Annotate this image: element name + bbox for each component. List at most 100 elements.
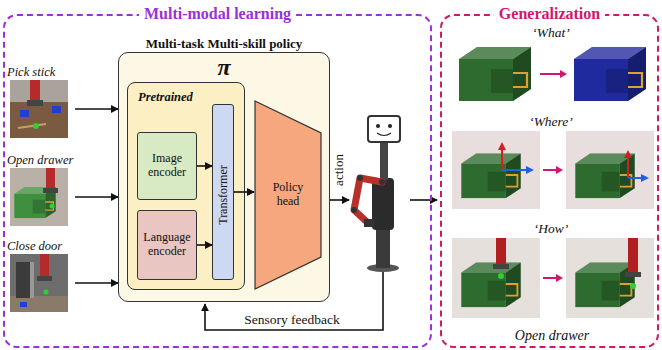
robot-illustration-part xyxy=(379,179,385,185)
policy-head: Policy head xyxy=(254,100,322,290)
how-images-part xyxy=(630,283,636,289)
robot-illustration-part xyxy=(364,219,374,227)
where-images-part xyxy=(627,156,629,178)
pick-stick-image-part xyxy=(18,124,46,128)
text-holder: Multi-modal learning xyxy=(5,5,430,23)
where-images-part xyxy=(628,177,642,179)
where-images-part xyxy=(543,169,556,171)
close-door-image-part xyxy=(30,262,34,298)
text-holder: Image encoder xyxy=(138,133,196,199)
arrow-label: action xyxy=(331,154,347,186)
where-images-part xyxy=(566,131,654,209)
how-images xyxy=(452,238,654,318)
encoder-box: Language encoder xyxy=(137,210,197,280)
policy-title: Multi-task Multi-skill policy xyxy=(146,36,303,51)
robot-illustration-part xyxy=(368,116,400,142)
group-title: Pretrained xyxy=(138,90,193,104)
policy-symbol: π xyxy=(217,54,230,80)
where-images-part xyxy=(452,131,540,209)
policy-box: Multi-task Multi-skill policyπPretrained… xyxy=(118,52,330,302)
text-holder: Policy head xyxy=(254,100,322,290)
where-images-part xyxy=(624,150,632,158)
pick-stick-image-part xyxy=(10,80,68,138)
robot-illustration-part xyxy=(354,178,382,222)
task-label: Open drawer xyxy=(7,153,73,167)
text-holder: Open drawer xyxy=(7,150,75,168)
region-title: Multi-modal learning xyxy=(139,5,296,22)
close-door-image-part xyxy=(10,296,68,312)
pick-stick-image-part xyxy=(10,80,68,102)
how-images-part xyxy=(543,277,556,279)
how-images-part xyxy=(496,238,506,266)
row-label: ‘How’ xyxy=(534,221,569,237)
how-images-part xyxy=(628,238,638,274)
box-label: Transformer xyxy=(216,165,231,225)
what-images-part xyxy=(560,70,567,78)
robot-output-arrow-part xyxy=(410,199,437,201)
what-images-part xyxy=(459,47,531,101)
region-panel: Generalization xyxy=(440,14,659,348)
caption-label: Open drawer xyxy=(515,328,589,344)
open-drawer-image-part xyxy=(50,204,55,209)
task-image: Pick stick xyxy=(7,62,75,140)
robot-illustration-part xyxy=(376,124,380,128)
box-label: Policy head xyxy=(263,181,313,209)
arrow-connector xyxy=(75,108,118,110)
how-images-part xyxy=(566,238,654,318)
box-label: Language encoder xyxy=(140,231,194,259)
close-door-image-part xyxy=(16,262,30,298)
close-door-image-part xyxy=(40,254,49,278)
close-door-image xyxy=(10,254,68,312)
arrow-label: Sensory feedback xyxy=(244,312,340,328)
robot-illustration-part xyxy=(376,226,390,268)
open-drawer-image-part xyxy=(43,188,58,193)
arrow-connector xyxy=(197,165,212,167)
region-title: Generalization xyxy=(494,5,605,22)
robot-illustration-part xyxy=(377,133,391,136)
what-images-part xyxy=(574,47,646,101)
how-images-part xyxy=(556,274,563,282)
where-images-part xyxy=(498,142,506,150)
where-images xyxy=(452,131,654,209)
box-label: Image encoder xyxy=(140,152,194,180)
text-holder: Pick stick xyxy=(7,62,75,80)
close-door-image-part xyxy=(44,290,49,295)
text-holder: Language encoder xyxy=(138,211,196,279)
how-images-part xyxy=(575,263,634,308)
arrow-connector xyxy=(75,282,118,284)
open-drawer-image-part xyxy=(10,168,68,226)
encoder-box: Image encoder xyxy=(137,132,197,200)
region-panel: Multi-modal learningPick stickOpen drawe… xyxy=(3,14,432,348)
open-drawer-image-part xyxy=(46,168,55,190)
where-images-part xyxy=(641,174,649,182)
robot-illustration-part xyxy=(351,207,357,213)
task-label: Close door xyxy=(7,239,62,253)
arrow-connector xyxy=(197,244,212,246)
arrow-connector xyxy=(234,191,254,193)
where-images-part xyxy=(575,154,634,199)
where-images-part xyxy=(502,169,528,171)
how-images-part xyxy=(452,238,540,318)
arrow-connector xyxy=(75,196,118,198)
how-images-part xyxy=(498,273,504,279)
robot-illustration-part xyxy=(372,178,394,230)
robot-illustration-part xyxy=(388,124,392,128)
pick-stick-image xyxy=(10,80,68,138)
text-holder: Pretrained xyxy=(138,87,193,105)
text-holder: Close door xyxy=(7,236,75,254)
text-holder: π xyxy=(119,54,329,80)
where-images-part xyxy=(526,166,534,174)
where-images-part xyxy=(461,154,520,199)
how-images-part xyxy=(493,264,509,269)
pick-stick-image-part xyxy=(20,110,29,117)
robot-illustration-part xyxy=(380,140,388,180)
task-label: Pick stick xyxy=(7,65,55,79)
row-label: ‘Where’ xyxy=(529,114,573,130)
pick-stick-image-part xyxy=(27,100,43,106)
text-holder: Generalization xyxy=(442,5,657,23)
how-images-part xyxy=(625,272,641,277)
what-images-part xyxy=(540,73,560,75)
pick-stick-image-part xyxy=(33,123,39,129)
